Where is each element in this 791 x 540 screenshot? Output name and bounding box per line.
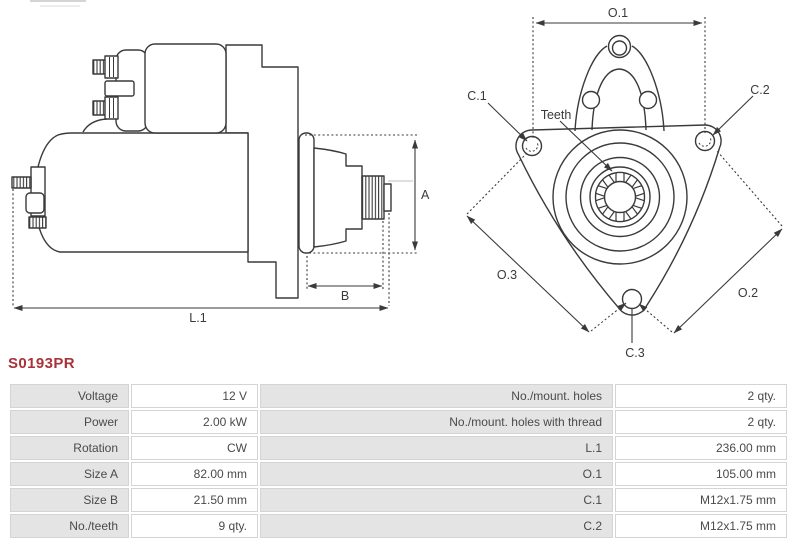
spec-value-cell: 9 qty. — [131, 514, 258, 538]
leader-c1 — [487, 102, 528, 142]
spec-table: Voltage 12 V No./mount. holes 2 qty. Pow… — [8, 382, 789, 540]
dim-c1-label: C.1 — [467, 89, 487, 103]
technical-drawing: A B L.1 — [11, 6, 783, 360]
dim-b-label: B — [341, 289, 349, 303]
spec-label-cell: No./teeth — [10, 514, 129, 538]
spec-label-cell: Rotation — [10, 436, 129, 460]
spec-label-cell: C.2 — [260, 514, 613, 538]
spec-row: Rotation CW L.1 236.00 mm — [10, 436, 787, 460]
spec-value-cell: 2.00 kW — [131, 410, 258, 434]
dim-a-label: A — [421, 188, 430, 202]
terminal-nut — [104, 96, 119, 120]
end-stud-thread — [28, 216, 47, 229]
spec-value-cell: M12x1.75 mm — [615, 488, 787, 512]
spec-value-cell: 105.00 mm — [615, 462, 787, 486]
spec-row: No./teeth 9 qty. C.2 M12x1.75 mm — [10, 514, 787, 538]
dim-o2-line — [673, 228, 783, 334]
spec-label-cell: C.1 — [260, 488, 613, 512]
spec-label-cell: O.1 — [260, 462, 613, 486]
front-view-dimensions — [466, 17, 783, 343]
drive-flange — [298, 132, 315, 254]
dim-l1-label: L.1 — [189, 311, 206, 325]
spec-value-cell: 2 qty. — [615, 410, 787, 434]
dim-o2-label: O.2 — [738, 286, 758, 300]
leader-teeth — [559, 120, 613, 172]
terminal-wire — [82, 118, 108, 133]
dim-o3-label: O.3 — [497, 268, 517, 282]
spec-row: Size A 82.00 mm O.1 105.00 mm — [10, 462, 787, 486]
gear-bore — [603, 180, 637, 214]
motor-body — [34, 132, 249, 253]
arch-outer — [631, 45, 665, 132]
end-stud-thread — [11, 176, 32, 189]
solenoid-tab — [104, 80, 135, 97]
spec-label-cell: No./mount. holes with thread — [260, 410, 613, 434]
side-view-dimensions — [12, 134, 418, 311]
mount-hole-c2 — [694, 130, 716, 152]
starter-front-view — [515, 34, 722, 316]
thread-mark — [698, 136, 712, 147]
mount-hole-c3 — [621, 288, 643, 310]
spec-label-cell: Size B — [10, 488, 129, 512]
spec-value-cell: 236.00 mm — [615, 436, 787, 460]
drive-bell — [313, 147, 363, 248]
part-number: S0193PR — [8, 355, 76, 372]
spec-row: Voltage 12 V No./mount. holes 2 qty. — [10, 384, 787, 408]
dim-o1-label: O.1 — [608, 6, 628, 20]
spec-label-cell: Voltage — [10, 384, 129, 408]
spec-value-cell: 12 V — [131, 384, 258, 408]
spec-value-cell: CW — [131, 436, 258, 460]
page-top-artifact — [30, 0, 86, 2]
spec-label-cell: L.1 — [260, 436, 613, 460]
spec-label-cell: No./mount. holes — [260, 384, 613, 408]
dim-o3-line — [466, 215, 590, 333]
arch-side-hole — [581, 90, 601, 110]
spec-label-cell: Power — [10, 410, 129, 434]
arch-outer — [574, 45, 608, 132]
arch-top-hole — [611, 40, 628, 56]
spec-value-cell: 82.00 mm — [131, 462, 258, 486]
spec-value-cell: 21.50 mm — [131, 488, 258, 512]
spec-value-cell: 2 qty. — [615, 384, 787, 408]
spec-row: Power 2.00 kW No./mount. holes with thre… — [10, 410, 787, 434]
spec-value-cell: M12x1.75 mm — [615, 514, 787, 538]
thread-mark — [525, 141, 539, 152]
arch-side-hole — [638, 90, 658, 110]
solenoid-body — [144, 43, 227, 134]
end-tab — [25, 192, 45, 214]
spec-row: Size B 21.50 mm C.1 M12x1.75 mm — [10, 488, 787, 512]
pinion-gear — [594, 171, 646, 223]
terminal-nut — [104, 55, 119, 79]
spec-label-cell: Size A — [10, 462, 129, 486]
dim-c2-label: C.2 — [750, 83, 770, 97]
pinion-splines — [361, 175, 385, 220]
page-top-artifact — [40, 5, 80, 7]
dim-c3-label: C.3 — [625, 346, 645, 360]
starter-side-view — [11, 43, 392, 299]
pinion-end-cap — [383, 183, 392, 212]
leader-c2 — [712, 95, 754, 136]
teeth-label: Teeth — [541, 108, 572, 122]
